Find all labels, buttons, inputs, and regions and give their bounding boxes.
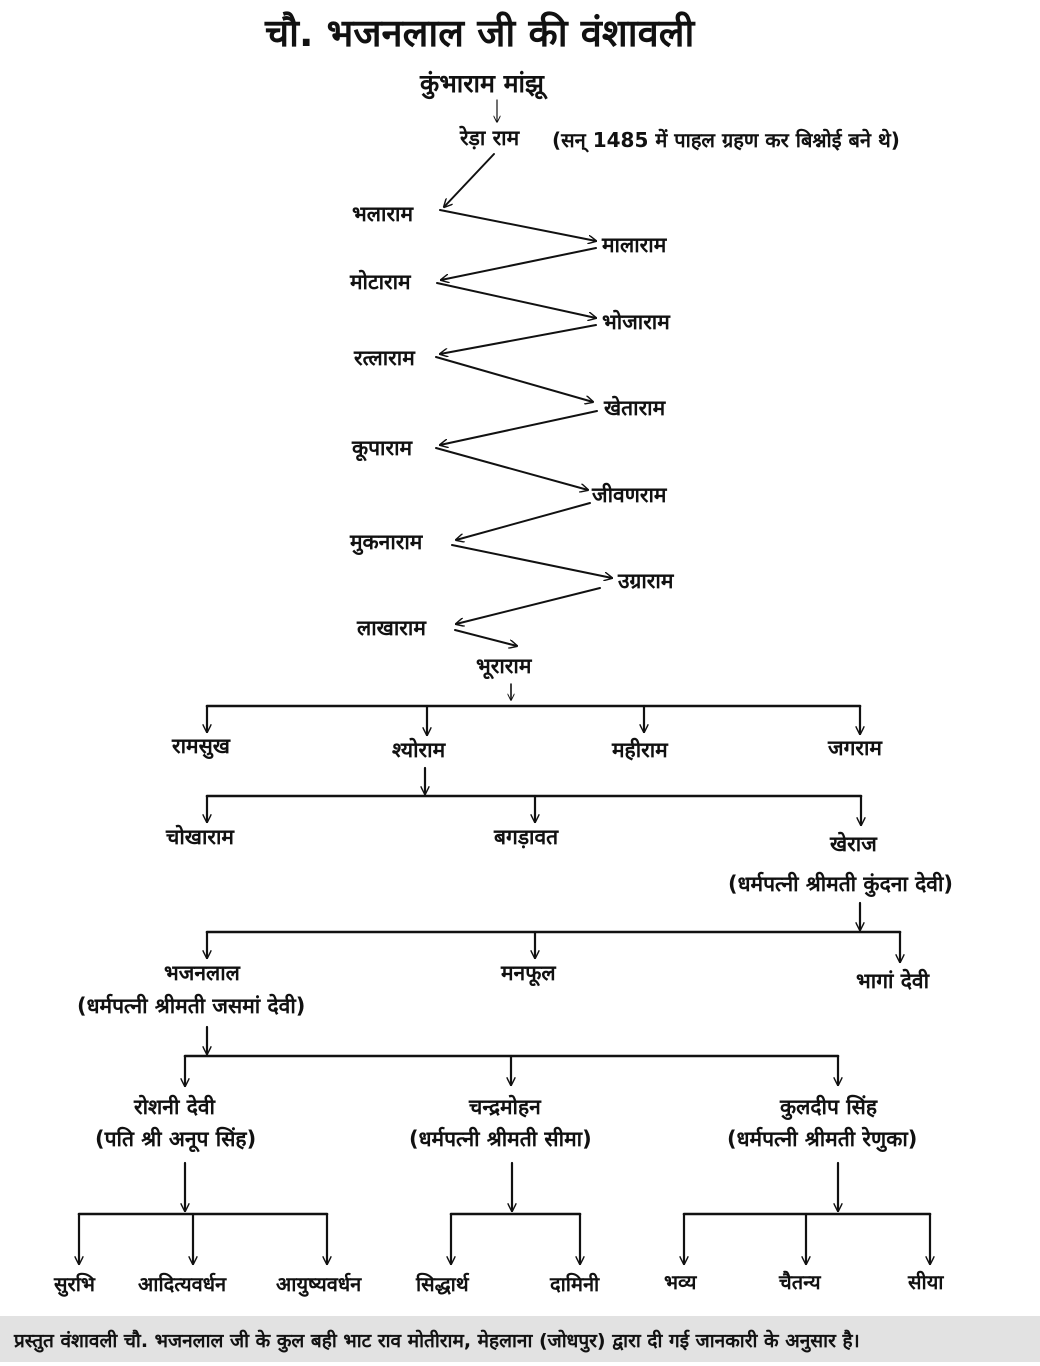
node-chaitanya: चैतन्य bbox=[779, 1270, 821, 1294]
node-siddharth: सिद्धार्थ bbox=[416, 1272, 469, 1296]
arrow-khetaram-kuparam bbox=[440, 410, 598, 445]
node-reda-note: (सन् 1485 में पाहल ग्रहण कर बिश्नोई बने … bbox=[552, 128, 900, 152]
arrow-motaram-bhojaram bbox=[436, 282, 596, 318]
node-motaram: मोटाराम bbox=[350, 270, 411, 294]
node-ramsukh: रामसुख bbox=[172, 734, 230, 758]
footer-note-bar: प्रस्तुत वंशावली चौ. भजनलाल जी के कुल बह… bbox=[0, 1316, 1040, 1362]
node-reda: रेड़ा राम bbox=[460, 126, 520, 150]
node-adityavardhan: आदित्यवर्धन bbox=[138, 1272, 227, 1296]
page-title: चौ. भजनलाल जी की वंशावली bbox=[265, 11, 695, 55]
node-kheraj-spouse: (धर्मपत्नी श्रीमती कुंदना देवी) bbox=[728, 872, 953, 896]
node-khetaram: खेताराम bbox=[604, 396, 666, 420]
node-roshni: रोशनी देवी bbox=[134, 1095, 215, 1119]
node-bhajanlal-spouse: (धर्मपत्नी श्रीमती जसमां देवी) bbox=[77, 994, 306, 1018]
node-ratlaram: रत्लाराम bbox=[354, 346, 415, 370]
arrow-reda-bhalaram bbox=[444, 153, 495, 207]
node-chokharam: चोखाराम bbox=[166, 825, 234, 849]
node-ayushyavardhan: आयुष्यवर्धन bbox=[276, 1272, 362, 1296]
arrow-ugraram-lakharam bbox=[456, 587, 601, 624]
arrow-lakharam-bhuraram bbox=[454, 629, 517, 646]
node-manphool: मनफूल bbox=[501, 961, 556, 985]
node-damini: दामिनी bbox=[550, 1272, 600, 1296]
node-roshni-spouse: (पति श्री अनूप सिंह) bbox=[95, 1127, 257, 1151]
node-kumbharam: कुंभाराम मांझू bbox=[420, 69, 544, 98]
arrow-bhojaram-ratlaram bbox=[440, 324, 597, 354]
arrow-bhalaram-malaram bbox=[439, 209, 596, 241]
arrow-ratlaram-khetaram bbox=[435, 356, 593, 402]
arrow-jivanram-mukanaram bbox=[456, 502, 591, 540]
node-mukanaram: मुकनाराम bbox=[350, 530, 423, 554]
node-mahiram: महीराम bbox=[612, 738, 668, 762]
node-jagram: जगराम bbox=[828, 736, 882, 760]
node-lakharam: लाखाराम bbox=[357, 616, 426, 640]
node-bhagan: भागां देवी bbox=[856, 969, 930, 993]
node-siya: सीया bbox=[908, 1270, 944, 1294]
node-kuldeep: कुलदीप सिंह bbox=[780, 1095, 877, 1119]
arrow-malaram-motaram bbox=[441, 247, 597, 280]
arrow-kuparam-jivanram bbox=[435, 447, 588, 490]
arrow-mukanaram-ugraram bbox=[451, 544, 612, 578]
node-ugraram: उग्राराम bbox=[618, 569, 674, 593]
node-kheraj: खेराज bbox=[830, 832, 877, 856]
node-chandramohan-spouse: (धर्मपत्नी श्रीमती सीमा) bbox=[409, 1127, 592, 1151]
node-bhalaram: भलाराम bbox=[352, 202, 414, 226]
node-bagdavat: बगड़ावत bbox=[494, 825, 559, 849]
node-shyoram: श्योराम bbox=[392, 738, 446, 762]
node-jivanram: जीवणराम bbox=[592, 483, 667, 507]
node-malaram: मालाराम bbox=[602, 233, 667, 257]
node-bhavya: भव्य bbox=[664, 1270, 697, 1294]
node-surbhi: सुरभि bbox=[54, 1272, 95, 1296]
node-kuparam: कूपाराम bbox=[352, 436, 413, 460]
node-bhuraram: भूराराम bbox=[476, 654, 532, 678]
node-bhajanlal: भजनलाल bbox=[164, 961, 240, 985]
node-kuldeep-spouse: (धर्मपत्नी श्रीमती रेणुका) bbox=[727, 1127, 918, 1151]
node-chandramohan: चन्द्रमोहन bbox=[469, 1095, 541, 1119]
node-bhojaram: भोजाराम bbox=[602, 310, 670, 334]
footer-note: प्रस्तुत वंशावली चौ. भजनलाल जी के कुल बह… bbox=[14, 1330, 860, 1352]
